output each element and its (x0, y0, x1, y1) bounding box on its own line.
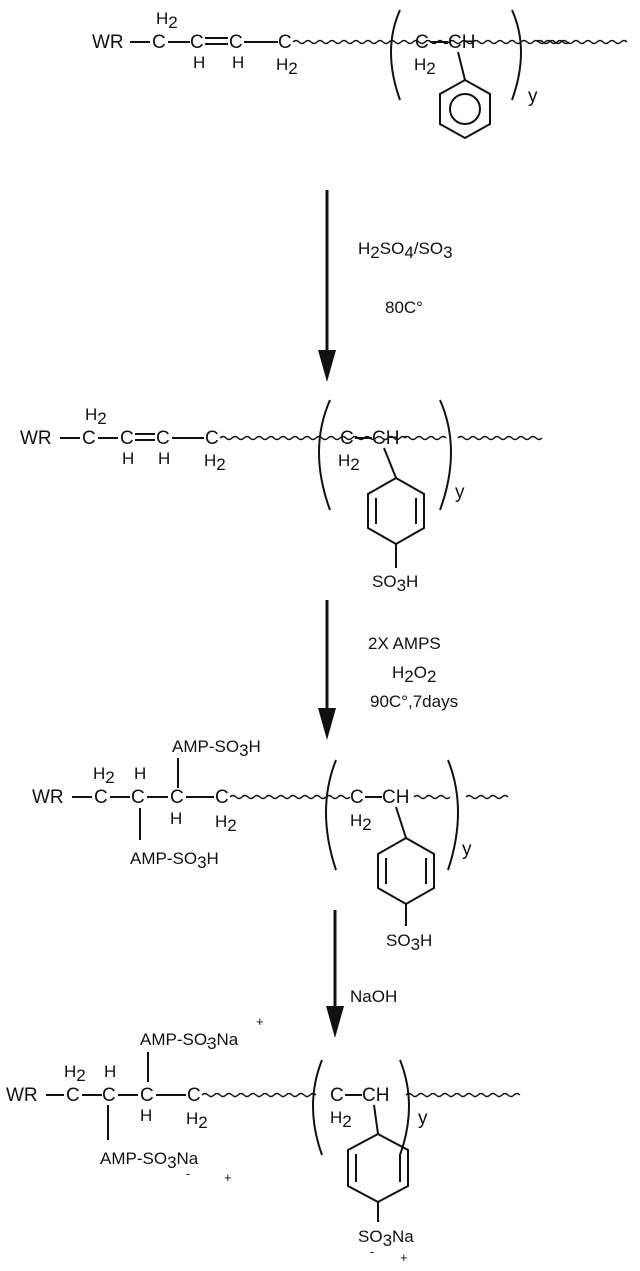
carbon-label: C (190, 32, 204, 53)
so3na-label: SO3Na (358, 1227, 414, 1250)
carbon-label: C (94, 787, 108, 808)
step3-reagent: NaOH (350, 987, 397, 1006)
reaction-arrow-1 (318, 190, 336, 382)
amp-so3na-top-label: AMP-SO3Na (140, 1030, 239, 1053)
structure-sulfonated-polymer: WR C H2 C H C H C H2 C CH H2 y SO3H (20, 399, 543, 595)
carbon-label: C (350, 787, 364, 808)
h-label: H (193, 53, 205, 72)
carbon-label: C (205, 428, 219, 449)
ch-label: CH (448, 32, 475, 53)
minus-charge-label: - (370, 1244, 374, 1259)
h-label: H (104, 1062, 116, 1081)
carbon-label: C (102, 1085, 116, 1106)
carbon-label: C (215, 787, 229, 808)
carbon-label: C (278, 32, 292, 53)
carbon-label: C (152, 32, 166, 53)
h-label: H (232, 53, 244, 72)
so3h-label: SO3H (372, 572, 418, 595)
step2-reagent2: H2O2 (392, 663, 436, 686)
repeat-y-label: y (528, 86, 538, 107)
carbon-label: C (66, 1085, 80, 1106)
h2-label: H2 (93, 764, 115, 787)
wr-label: WR (6, 1085, 38, 1106)
reaction-arrow-3 (326, 910, 344, 1038)
h2-label: H2 (204, 451, 226, 474)
ch-label: CH (362, 1085, 389, 1106)
minus-charge-label: - (206, 1035, 210, 1050)
carbon-label: C (229, 32, 243, 53)
h2-label: H2 (330, 1108, 352, 1131)
so3h-label: SO3H (386, 931, 432, 954)
carbon-label: C (187, 1085, 201, 1106)
amp-so3h-top-label: AMP-SO3H (172, 737, 261, 760)
step1-reagent: H2SO4/SO3 (358, 239, 453, 262)
minus-charge-label: - (186, 1166, 190, 1181)
repeat-y-label: y (455, 482, 465, 503)
carbon-label: C (120, 428, 134, 449)
carbon-label: C (131, 787, 145, 808)
h2-label: H2 (64, 1062, 86, 1085)
h2-label: H2 (85, 405, 107, 428)
wr-label: WR (32, 787, 64, 808)
step1-condition: 80C° (385, 298, 423, 317)
structure-amps-grafted-polymer: AMP-SO3H WR C H2 C H C H C H2 AMP-SO3H C… (32, 737, 509, 954)
amp-so3na-bottom-label: AMP-SO3Na (100, 1149, 199, 1172)
h2-label: H2 (186, 1109, 208, 1132)
h-label: H (170, 809, 182, 828)
h-label: H (134, 764, 146, 783)
ch-label: CH (372, 428, 399, 449)
carbon-label: C (415, 32, 429, 53)
h-label: H (140, 1106, 152, 1125)
h2-label: H2 (156, 9, 178, 32)
plus-charge-label: + (256, 1014, 264, 1029)
step2-condition: 90C°,7days (370, 692, 458, 711)
h2-label: H2 (350, 811, 372, 834)
structure-starting-polymer: WR C H2 C H C H C H2 C CH H2 y (92, 9, 628, 140)
carbon-label: C (170, 787, 184, 808)
step2-reagent: 2X AMPS (368, 634, 441, 653)
h2-label: H2 (338, 451, 360, 474)
carbon-label: C (82, 428, 96, 449)
plus-charge-label: + (224, 1170, 232, 1185)
h2-label: H2 (276, 55, 298, 78)
structure-sodium-salt-polymer: AMP-SO3Na - + WR C H2 C H C H C H2 AMP-S… (6, 1014, 521, 1265)
wr-label: WR (92, 32, 124, 53)
h2-label: H2 (414, 55, 436, 78)
carbon-label: C (140, 1085, 154, 1106)
wr-label: WR (20, 428, 52, 449)
repeat-y-label: y (418, 1108, 428, 1129)
amp-so3h-bottom-label: AMP-SO3H (130, 849, 219, 872)
carbon-label: C (156, 428, 170, 449)
carbon-label: C (340, 428, 354, 449)
plus-charge-label: + (400, 1250, 408, 1265)
h-label: H (158, 449, 170, 468)
ch-label: CH (382, 787, 409, 808)
h-label: H (122, 449, 134, 468)
h2-label: H2 (215, 812, 237, 835)
repeat-y-label: y (462, 839, 472, 860)
reaction-arrow-2 (318, 600, 336, 740)
carbon-label: C (330, 1085, 344, 1106)
